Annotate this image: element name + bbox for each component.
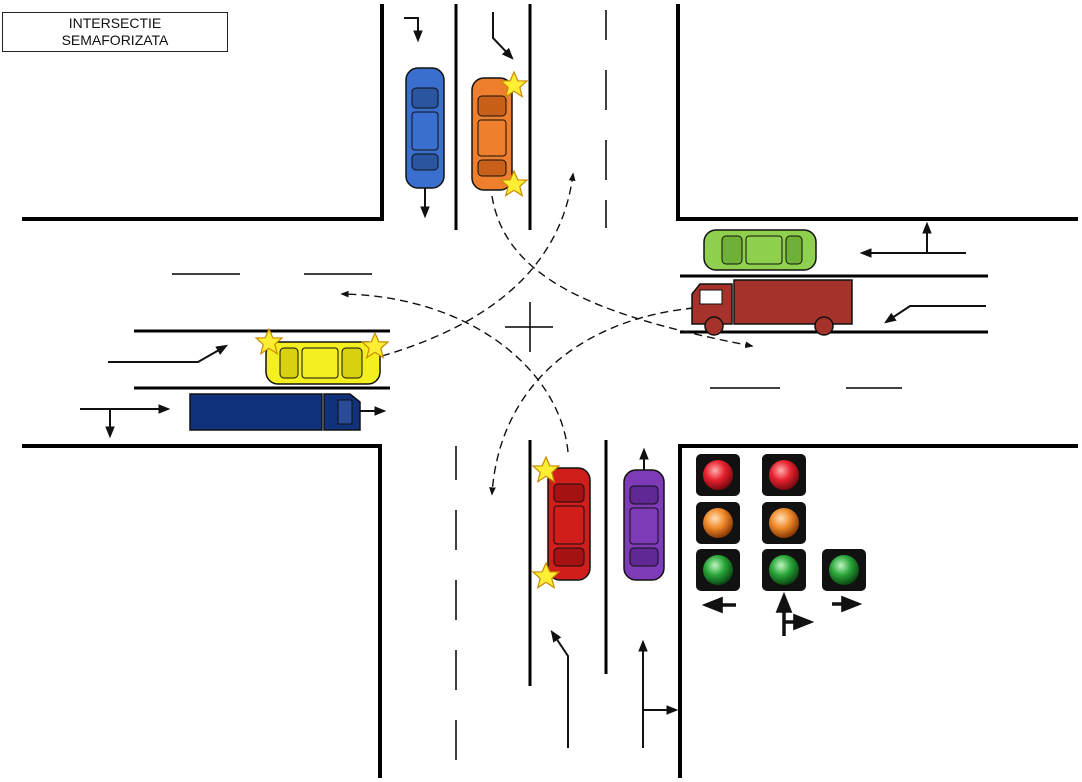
- traffic-signal-left: [696, 454, 740, 591]
- arrow-bend-left-icon: [884, 305, 986, 324]
- curb-bottom-left: [22, 444, 382, 778]
- lane-arrows: [80, 12, 986, 748]
- curb-bottom-right: [678, 444, 1078, 778]
- blue-car: [405, 67, 445, 189]
- trajectories: [340, 172, 754, 496]
- amber-light-icon: [769, 508, 799, 538]
- trajectory-yellow: [381, 172, 576, 357]
- red-light-icon: [769, 460, 799, 490]
- signal-arrows: [701, 591, 863, 636]
- arrow-bend-up-icon: [108, 344, 229, 363]
- green-light-icon: [703, 555, 733, 585]
- lane-dividers: [134, 4, 988, 686]
- trajectory-red: [340, 290, 569, 453]
- curb-top-left: [22, 4, 384, 221]
- orange-car: [471, 77, 513, 191]
- title-line-2: SEMAFORIZATA: [61, 32, 169, 48]
- traffic-signal-right: [822, 549, 866, 591]
- green-light-icon: [769, 555, 799, 585]
- lane-dashes: [172, 10, 902, 760]
- amber-light-icon: [703, 508, 733, 538]
- yellow-car: [265, 341, 381, 385]
- purple-car: [623, 447, 665, 581]
- red-light-icon: [703, 460, 733, 490]
- arrow-bend-right-icon: [492, 12, 514, 60]
- curb-top-right: [676, 4, 1078, 221]
- trajectory-orange: [491, 195, 754, 349]
- green-car: [703, 229, 817, 271]
- title-line-1: INTERSECTIE: [68, 15, 162, 31]
- green-light-icon: [829, 555, 859, 585]
- navy-truck: [189, 393, 387, 431]
- arrow-down-icon: [404, 17, 423, 43]
- brown-truck: [691, 279, 853, 336]
- traffic-signal-center: [762, 454, 806, 591]
- arrow-bend-left-icon: [550, 630, 569, 748]
- red-car: [547, 467, 591, 581]
- road-curbs: [22, 4, 1078, 778]
- trajectory-brown: [489, 307, 695, 496]
- diagram-title: INTERSECTIE SEMAFORIZATA: [2, 12, 228, 52]
